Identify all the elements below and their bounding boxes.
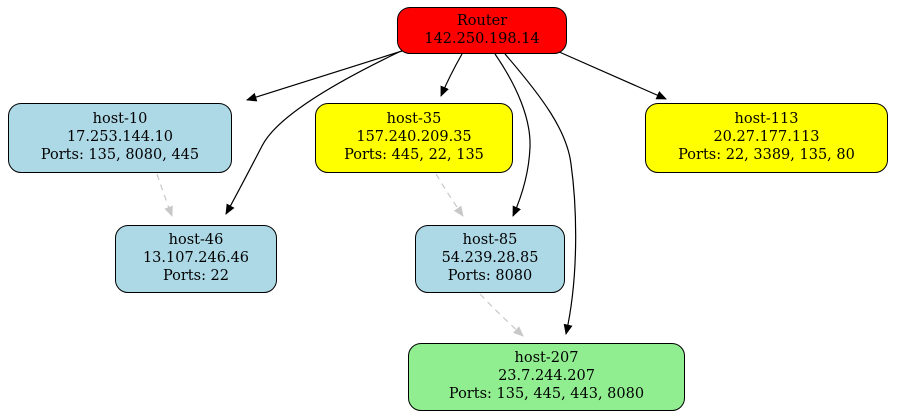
- node-host-207-label: host-207: [514, 350, 579, 367]
- node-host-85-label: host-85: [462, 232, 518, 249]
- node-host-35: host-35 157.240.209.35 Ports: 445, 22, 1…: [315, 103, 513, 173]
- edge-router-to-host-46: [225, 51, 400, 215]
- node-host-113: host-113 20.27.177.113 Ports: 22, 3389, …: [645, 103, 888, 173]
- node-host-46-label: host-46: [168, 232, 224, 249]
- node-router-ip: 142.250.198.14: [424, 30, 540, 47]
- node-router: Router 142.250.198.14: [397, 7, 567, 54]
- edge-router-to-host-207: [504, 53, 577, 335]
- node-host-35-label: host-35: [386, 111, 442, 128]
- node-host-10-ports: Ports: 135, 8080, 445: [40, 146, 200, 163]
- node-host-35-ip: 157.240.209.35: [356, 129, 472, 146]
- node-host-207-ip: 23.7.244.207: [498, 368, 595, 385]
- node-host-113-ports: Ports: 22, 3389, 135, 80: [678, 146, 855, 163]
- edge-router-to-host-35: [440, 53, 463, 97]
- node-host-35-ports: Ports: 445, 22, 135: [344, 146, 484, 163]
- edge-router-to-host-113: [556, 50, 667, 100]
- node-host-207-ports: Ports: 135, 445, 443, 8080: [448, 385, 645, 402]
- node-host-46-ip: 13.107.246.46: [142, 250, 250, 267]
- node-host-85: host-85 54.239.28.85 Ports: 8080: [415, 225, 565, 293]
- edge-host-85-to-host-207: [479, 293, 524, 337]
- node-host-10: host-10 17.253.144.10 Ports: 135, 8080, …: [8, 103, 232, 173]
- edge-router-to-host-85: [494, 53, 531, 217]
- edge-host-35-to-host-85: [435, 173, 464, 217]
- node-host-46-ports: Ports: 22: [162, 267, 230, 284]
- node-host-46: host-46 13.107.246.46 Ports: 22: [115, 225, 277, 293]
- edge-router-to-host-10: [246, 50, 403, 102]
- node-host-85-ports: Ports: 8080: [447, 267, 533, 284]
- edge-host-10-to-host-46: [156, 173, 173, 217]
- node-host-85-ip: 54.239.28.85: [441, 250, 539, 267]
- node-host-113-ip: 20.27.177.113: [713, 129, 820, 146]
- node-host-10-label: host-10: [92, 111, 148, 128]
- node-router-label: Router: [456, 12, 508, 29]
- node-host-10-ip: 17.253.144.10: [66, 129, 174, 146]
- node-host-113-label: host-113: [734, 111, 799, 128]
- node-host-207: host-207 23.7.244.207 Ports: 135, 445, 4…: [408, 343, 685, 411]
